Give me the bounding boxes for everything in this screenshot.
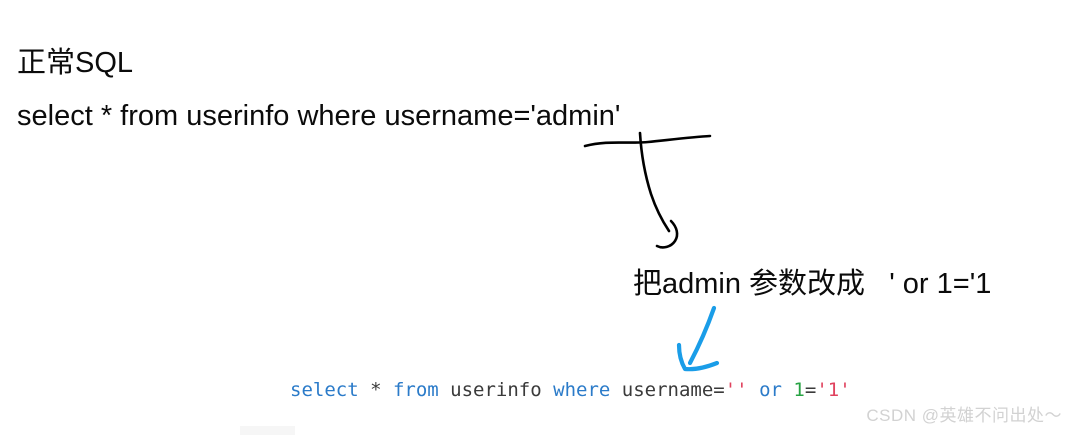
sql-token: = (804, 379, 817, 401)
bottom-edge-artifact (240, 426, 295, 435)
injected-sql-code: select * from userinfo where username=''… (290, 378, 851, 402)
injection-annotation: 把admin 参数改成 ' or 1='1 (633, 268, 992, 300)
sql-token: * (358, 379, 393, 401)
sql-token: 1 (793, 379, 805, 401)
sql-token (748, 379, 759, 401)
sql-token: '1' (816, 379, 851, 401)
sql-token: username= (610, 379, 725, 401)
normal-sql-statement: select * from userinfo where username='a… (17, 100, 621, 132)
sql-token: select (290, 379, 359, 401)
sql-token: or (759, 379, 782, 401)
admin-underline-icon (583, 134, 712, 148)
sql-token: where (553, 379, 611, 401)
blue-down-left-arrow-icon (676, 305, 720, 372)
normal-sql-heading: 正常SQL (17, 47, 134, 79)
sql-token: from (392, 379, 439, 401)
csdn-watermark: CSDN @英雄不问出处～ (866, 406, 1062, 425)
black-down-arrow-icon (638, 131, 679, 249)
sql-token: '' (724, 379, 748, 401)
sql-token (782, 379, 793, 401)
sql-token: userinfo (438, 379, 554, 401)
